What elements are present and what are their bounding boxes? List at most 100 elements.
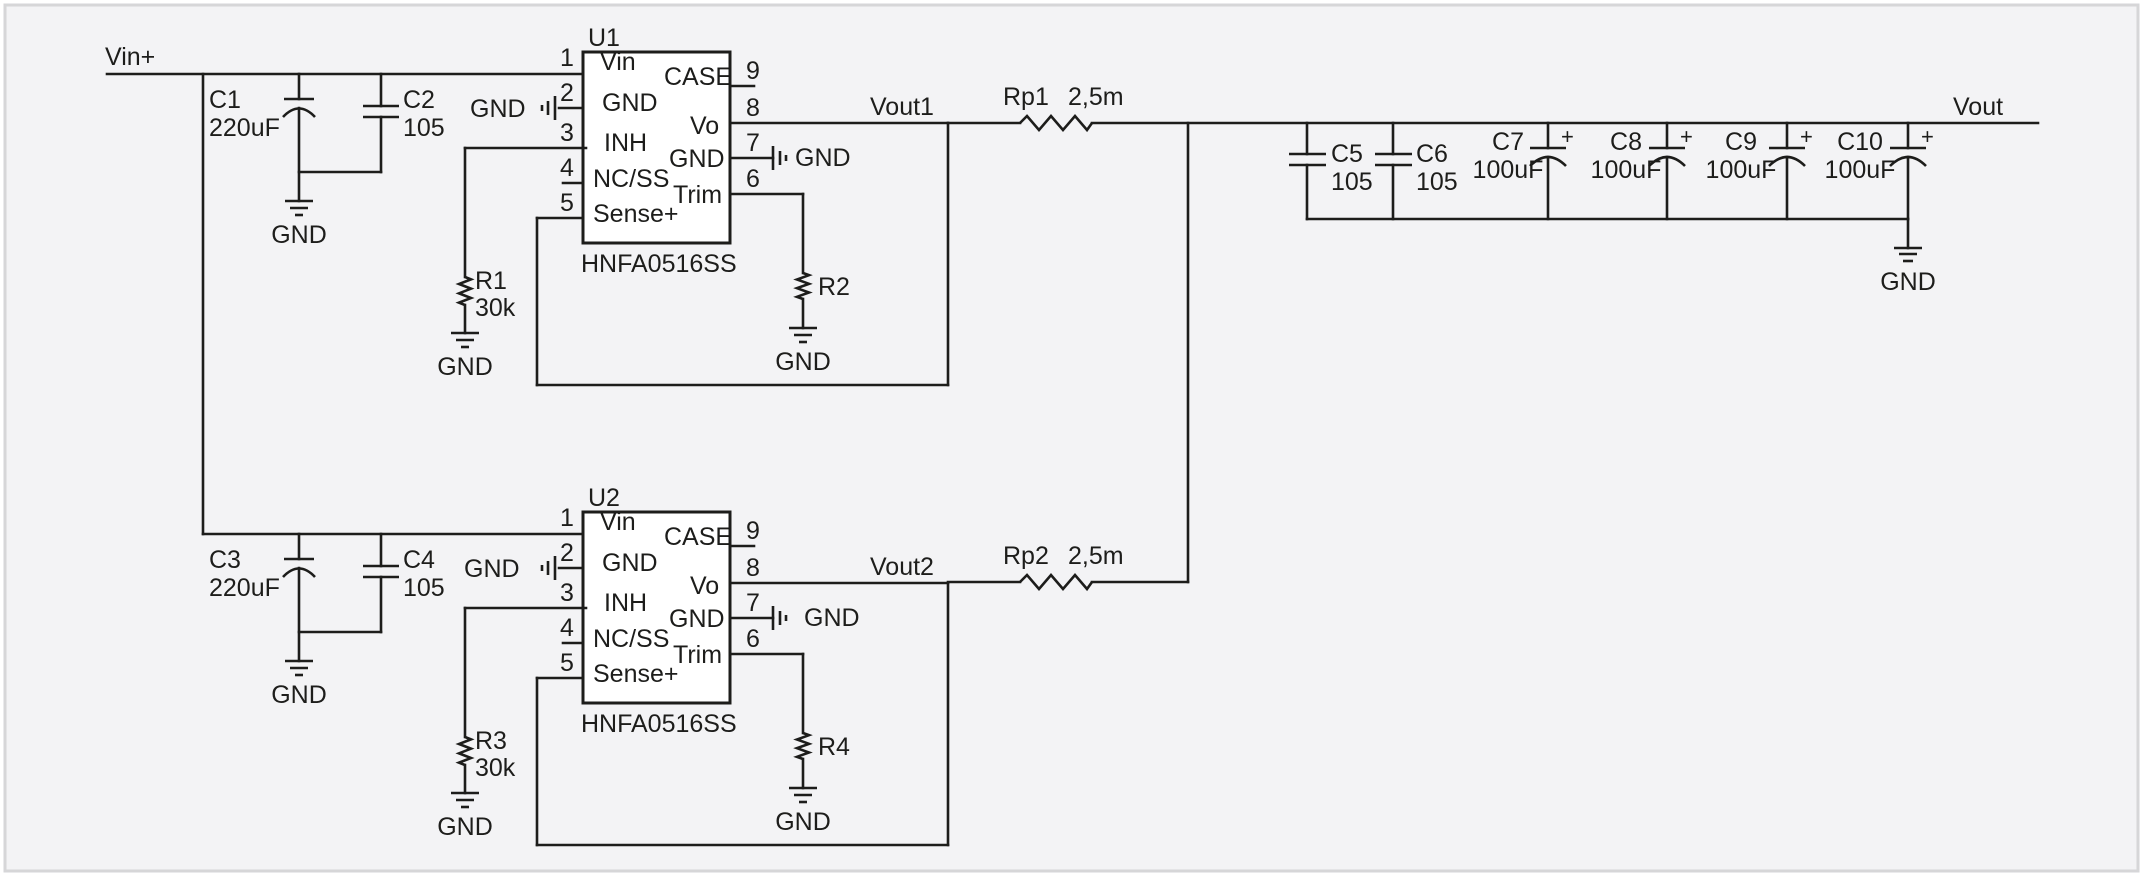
pin-name: Trim [673,181,722,209]
resistor-ref-r4: R4 [818,733,850,761]
input-rail: Vin+ [105,43,585,536]
pin-name: Vo [690,572,719,600]
rp1-value: 2,5m [1068,83,1124,111]
net-label-vout2: Vout2 [870,553,934,581]
rp1-resistor-symbol [1019,114,1094,133]
pin-number: 7 [746,129,760,157]
pin-name: INH [604,129,647,157]
cap-value-c10: 100uF [1825,156,1896,184]
ground-symbol: GND [775,326,831,376]
pin-name: Vo [690,112,719,140]
pin-number: 1 [560,504,574,532]
cap-value-c4: 105 [403,574,445,602]
ic-ref-u2: U2 [588,484,620,512]
gnd-label: GND [271,221,327,249]
plus-icon: + [1561,124,1574,149]
cap-value-c7: 100uF [1473,156,1544,184]
ground-symbol: GND [775,786,831,836]
pin-name: Vin [600,508,636,536]
resistor-ref-r1: R1 [475,267,507,295]
plus-icon: + [1921,124,1934,149]
ground-symbol: GND [271,659,327,709]
output-network: Rp1 2,5m Rp2 2,5m Vout C5 105 C6 105 [946,83,2040,592]
gnd-label: GND [464,555,520,583]
pin-number: 2 [560,539,574,567]
pin-number: 7 [746,589,760,617]
resistor-value-r3: 30k [475,754,516,782]
resistor-r1 [455,275,475,307]
pin-2-gnd: 2 GND [560,539,658,577]
pin-number: 8 [746,554,760,582]
resistor-r4 [793,731,813,761]
gnd-label: GND [775,808,831,836]
gnd-label: GND [795,144,851,172]
gnd-label: GND [804,604,860,632]
pin-3-inh: 3 INH [560,119,647,157]
ic-u2 [581,510,732,705]
pin-number: 3 [560,579,574,607]
ic-part-number: HNFA0516SS [581,710,737,738]
pin-number: 4 [560,154,574,182]
c6-ref: C6 [1416,140,1448,168]
pin-number: 9 [746,517,760,545]
gnd-label: GND [271,681,327,709]
pin-number: 5 [560,649,574,677]
pin-number: 6 [746,165,760,193]
cap-ref-c2: C2 [403,86,435,114]
cap-value-c3: 220uF [209,574,280,602]
c6-value: 105 [1416,168,1458,196]
ic-part-number: HNFA0516SS [581,250,737,278]
rp2-resistor-symbol [1019,573,1094,592]
pin-4-ncss: 4 NC/SS [560,614,669,653]
cap-ref-c10: C10 [1837,128,1883,156]
pin-number: 4 [560,614,574,642]
cap-ref-c3: C3 [209,546,241,574]
resistor-ref-r3: R3 [475,727,507,755]
output-ground-symbol: GND [1880,217,1936,296]
c5-value: 105 [1331,168,1373,196]
pin-number: 2 [560,79,574,107]
cap-ref-c8: C8 [1610,128,1642,156]
pin-name: GND [669,145,725,173]
ground-symbol: GND [437,331,493,381]
cap-ref-c7: C7 [1492,128,1524,156]
rp1-ref: Rp1 [1003,83,1049,111]
capacitor-c6: C6 105 [1375,121,1458,221]
ic-u1 [581,50,732,245]
pin-name: NC/SS [593,625,669,653]
pin-name: Trim [673,641,722,669]
ic-ref-u1: U1 [588,24,620,52]
gnd-label: GND [775,348,831,376]
ground-symbol: GND [437,791,493,841]
pin-name: GND [602,549,658,577]
net-label-vout: Vout [1953,93,2003,121]
gnd-label: GND [470,95,526,123]
resistor-r3 [455,735,475,767]
gnd-label: GND [437,813,493,841]
plus-icon: + [1800,124,1813,149]
c5-ref: C5 [1331,140,1363,168]
rp2-ref: Rp2 [1003,542,1049,570]
net-label-vout1: Vout1 [870,93,934,121]
pin-number: 3 [560,119,574,147]
resistor-r2 [793,271,813,301]
pin-number: 8 [746,94,760,122]
pin-8-vo: 8Vo [690,554,760,600]
pin-number: 1 [560,44,574,72]
